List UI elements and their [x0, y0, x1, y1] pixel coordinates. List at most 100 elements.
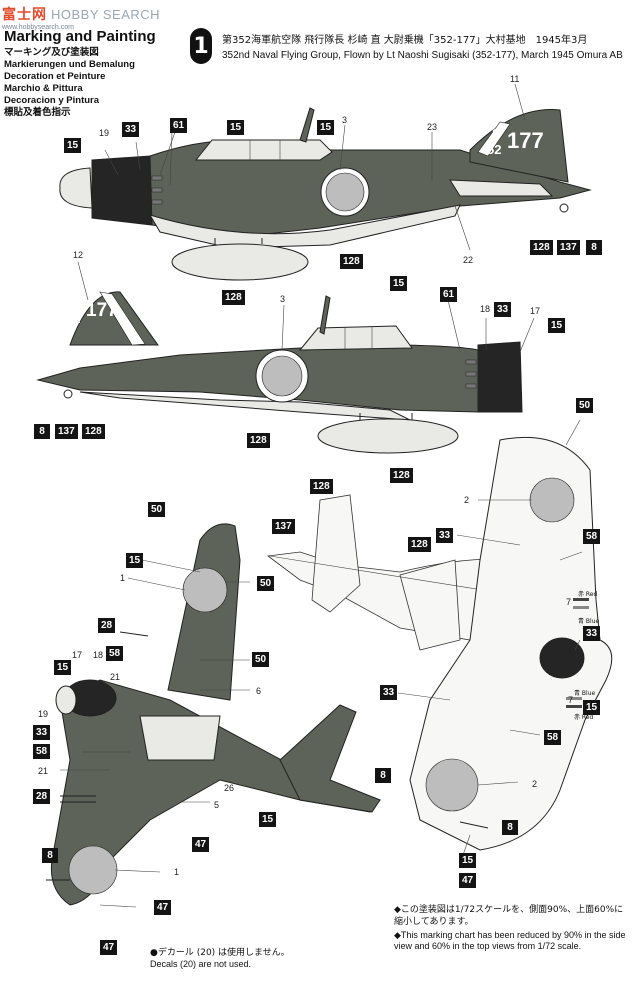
- subtitle-cn: 標貼及着色指示: [4, 107, 71, 118]
- callout-tag: 61: [170, 118, 188, 133]
- watermark-en: HOBBY SEARCH: [51, 6, 161, 22]
- callout-tag: 33: [494, 302, 512, 317]
- ref-number: 11: [510, 74, 520, 84]
- callout-tag: 58: [106, 646, 124, 661]
- tail-code-top-2: 3: [72, 298, 80, 313]
- callout-tag: 128: [390, 468, 413, 483]
- callout-tag: 128: [247, 433, 270, 448]
- callout-tag: 8: [42, 848, 58, 863]
- callout-tag: 33: [436, 528, 454, 543]
- callout-tag: 50: [257, 576, 275, 591]
- bottom-view: [46, 523, 381, 908]
- callout-tag: 15: [459, 853, 477, 868]
- ref-number: 2: [464, 495, 470, 505]
- callout-tag: 28: [98, 618, 116, 633]
- watermark-cn: 富士网: [2, 7, 47, 23]
- ref-number: 18: [480, 304, 491, 314]
- callout-tag: 8: [375, 768, 391, 783]
- callout-tag: 33: [583, 626, 601, 641]
- subtitle-it: Marchio & Pittura: [4, 83, 83, 94]
- ref-number: 17: [72, 650, 83, 660]
- ref-number: 3: [342, 115, 348, 125]
- tail-code-bottom-2: 52: [68, 314, 81, 326]
- tail-number-2: 177: [86, 300, 118, 321]
- scheme-number-badge: 1: [190, 28, 212, 64]
- side-view-right-facing: [36, 261, 535, 454]
- tail-code-top-1: 3: [492, 126, 501, 143]
- subtitle-es: Decoracion y Pintura: [4, 95, 100, 106]
- callout-tag: 33: [122, 122, 140, 137]
- color-note-blue: 青 Blue: [578, 618, 600, 625]
- ref-number: 19: [99, 128, 110, 138]
- caption-en: 352nd Naval Flying Group, Flown by Lt Na…: [222, 50, 623, 61]
- callout-tag: 28: [33, 789, 51, 804]
- color-note-red: 赤 Red: [578, 591, 598, 598]
- top-view: [397, 419, 613, 856]
- callout-tag: 8: [586, 240, 602, 255]
- ref-number: 22: [463, 255, 474, 265]
- caption-jp: 第352海軍航空隊 飛行隊長 杉崎 直 大尉乗機「352-177」大村基地 19…: [222, 35, 588, 46]
- ref-number: 3: [280, 294, 286, 304]
- watermark-url: www.hobbysearch.com: [2, 24, 74, 31]
- callout-tag: 47: [192, 837, 210, 852]
- tail-number-1: 177: [507, 128, 544, 153]
- callout-tag: 58: [33, 744, 51, 759]
- decal-note-jp: ●デカール (20) は使用しません。: [150, 948, 290, 958]
- ref-number: 21: [110, 672, 121, 682]
- subtitle-fr: Decoration et Peinture: [4, 71, 106, 82]
- callout-tag: 15: [390, 276, 408, 291]
- ref-number: 5: [214, 800, 220, 810]
- callout-tag: 137: [55, 424, 78, 439]
- callout-tag: 61: [440, 287, 458, 302]
- ref-number: 12: [73, 250, 84, 260]
- callout-tag: 128: [408, 537, 431, 552]
- callout-tag: 33: [380, 685, 398, 700]
- ref-number: 7: [568, 695, 574, 705]
- ref-number: 23: [427, 122, 438, 132]
- ref-number: 1: [120, 573, 126, 583]
- ref-number: 1: [174, 867, 180, 877]
- ref-number: 21: [38, 766, 49, 776]
- callout-tag: 15: [54, 660, 72, 675]
- ref-number: 18: [93, 650, 104, 660]
- callout-tag: 47: [100, 940, 118, 955]
- callout-tag: 137: [557, 240, 580, 255]
- callout-tag: 15: [126, 553, 144, 568]
- callout-tag: 128: [340, 254, 363, 269]
- callout-tag: 15: [259, 812, 277, 827]
- side-view-left-facing: [59, 83, 592, 281]
- color-note-blue: 青 Blue: [574, 690, 596, 697]
- callout-tag: 128: [82, 424, 105, 439]
- callout-tag: 33: [33, 725, 51, 740]
- watermark: 富士网 HOBBY SEARCH: [2, 4, 160, 24]
- subtitle-de: Markierungen und Bemalung: [4, 59, 135, 70]
- ref-number: 17: [530, 306, 541, 316]
- ref-number: 2: [532, 779, 538, 789]
- callout-tag: 15: [317, 120, 335, 135]
- callout-tag: 15: [548, 318, 566, 333]
- callout-tag: 50: [148, 502, 166, 517]
- callout-tag: 50: [576, 398, 594, 413]
- scale-note-en: ◆This marking chart has been reduced by …: [394, 930, 626, 951]
- callout-tag: 47: [459, 873, 477, 888]
- page-title: Marking and Painting: [4, 28, 156, 45]
- ref-number: 19: [38, 709, 49, 719]
- tail-code-bottom-1: 52: [487, 142, 502, 157]
- callout-tag: 58: [544, 730, 562, 745]
- callout-tag: 15: [227, 120, 245, 135]
- callout-tag: 15: [64, 138, 82, 153]
- callout-tag: 50: [252, 652, 270, 667]
- callout-tag: 15: [583, 700, 601, 715]
- ref-number: 6: [256, 686, 262, 696]
- ref-number: 26: [224, 783, 235, 793]
- scale-note-jp: ◆この塗装図は1/72スケールを、側面90%、上面60%に縮小してあります。: [394, 905, 624, 927]
- callout-tag: 47: [154, 900, 172, 915]
- top-view-silhouette: [266, 494, 521, 651]
- callout-tag: 128: [530, 240, 553, 255]
- callout-tag: 58: [583, 529, 601, 544]
- callout-tag: 137: [272, 519, 295, 534]
- callout-tag: 128: [222, 290, 245, 305]
- callout-tag: 8: [34, 424, 50, 439]
- subtitle-jp: マーキング及び塗装図: [4, 47, 99, 58]
